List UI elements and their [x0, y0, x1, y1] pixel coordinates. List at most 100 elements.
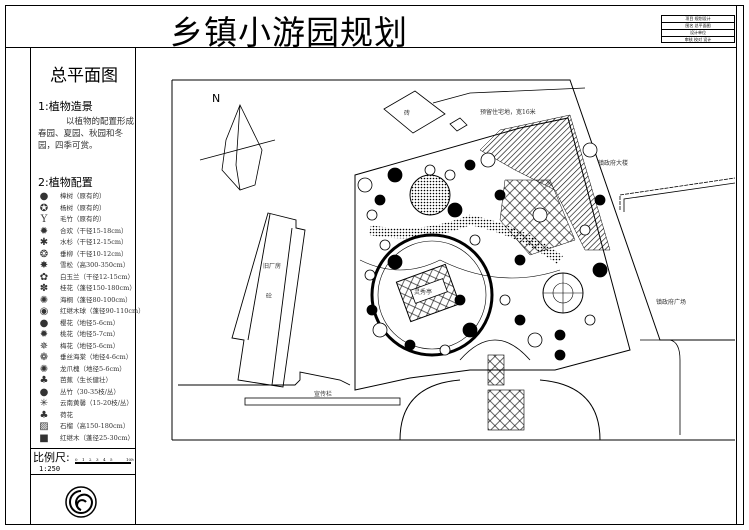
north-arrow: N — [199, 92, 276, 191]
tree-symbol — [527, 332, 543, 348]
tree-symbol — [387, 254, 403, 270]
drawing-title: 乡镇小游园规划 — [170, 13, 408, 52]
tree-symbol — [424, 164, 436, 176]
title-block-row: 图名 总平面图 — [662, 23, 734, 30]
legend-label: 杨树（原有的） — [60, 203, 106, 212]
poplar-icon: ✪ — [39, 202, 49, 214]
tree-symbol — [584, 314, 596, 326]
legend-item: ●樟树（原有的） — [38, 191, 106, 203]
drawing-frame — [5, 5, 744, 525]
scale-tick-label: 4 — [103, 457, 106, 462]
reserved-land-label: 预留住宅地，宽16米 — [480, 108, 536, 116]
cherry-icon: ● — [39, 317, 49, 329]
legend-label: 毛竹（原有的） — [60, 215, 106, 223]
legend-label: 桂花（蓬径150-180cm） — [60, 284, 136, 292]
scale-tick-label: 3 — [96, 457, 99, 462]
bulletin-label: 宣传栏 — [314, 390, 332, 398]
pomegranate-icon: ▨ — [39, 421, 49, 433]
title-block: 项目 规划设计 图名 总平面图 设计单位 审核 校对 设计 — [661, 15, 735, 43]
bamboo-icon: Y — [40, 214, 48, 226]
tree-symbol — [444, 169, 456, 181]
old-factory: 旧厂房 砼 — [178, 212, 351, 388]
legend-item: ❁垂丝海棠（地径4-6cm） — [38, 352, 132, 364]
legend-label: 红继木球（蓬径90-110cm） — [60, 307, 145, 315]
title-block-row: 审核 校对 设计 — [684, 37, 712, 42]
gov-square-label: 镇政府广场 — [656, 298, 686, 306]
tree-symbol — [579, 224, 591, 236]
peach-icon: ✹ — [39, 329, 49, 341]
tree-symbol — [447, 202, 463, 218]
tree-symbol — [366, 209, 378, 221]
tree-symbol — [594, 194, 606, 206]
legend-item: ♣荷花 — [38, 410, 73, 422]
tree-symbol — [494, 189, 506, 201]
brick-label: 砖 — [404, 109, 410, 117]
legend-label: 龙爪槐（地径5-6cm） — [60, 364, 126, 373]
banana-icon: ♣ — [39, 375, 49, 387]
legend-item: ✿白玉兰（干径12-15cm） — [38, 272, 134, 284]
bulletin-board: 宣传栏 — [244, 390, 401, 406]
tree-symbol — [404, 339, 416, 351]
legend-label: 水杉（干径12-15cm） — [60, 238, 128, 246]
title-block-row: 项目 规划设计 — [662, 16, 734, 23]
government-building: 镇政府大楼 镇政府广场 — [598, 159, 735, 435]
legend-panel — [30, 47, 136, 525]
legend-label: 芭蕉（生长健壮） — [60, 376, 112, 384]
tree-symbol — [592, 262, 608, 278]
legend-item: ●丛竹（30-35枝/丛） — [38, 387, 120, 399]
tree-symbol — [366, 304, 378, 316]
frame-right-line — [736, 5, 737, 525]
pagoda-tree-icon: ✺ — [39, 363, 49, 375]
legend-label: 桃花（地径5-7cm） — [60, 330, 120, 338]
legend-item: ✱ 水杉（干径12-15cm） — [38, 237, 128, 249]
tree-symbol — [480, 152, 496, 168]
scale-tick-label: 5 — [110, 457, 113, 462]
legend-item: ■红继木（蓬径25-30cm） — [38, 433, 134, 445]
scale-tick-label: 2 — [89, 457, 92, 462]
legend-label: 云南黄馨（15-20枝/丛） — [60, 399, 133, 407]
legend-item: ♣ 芭蕉（生长健壮） — [38, 375, 112, 387]
description-text: 以植物的配置形成春园、夏园、秋园和冬园，四季可赏。 — [38, 117, 135, 151]
title-block-row: 设计单位 — [662, 30, 734, 37]
crabapple-icon: ❁ — [39, 352, 49, 364]
legend-label: 合欢（干径15-18cm） — [60, 226, 128, 235]
title-divider — [5, 47, 737, 48]
plum-icon: ✵ — [39, 340, 49, 352]
section-planting-config: 2:植物配置 — [38, 176, 93, 189]
scale-tick-label: 10M — [126, 457, 134, 462]
concrete-label: 砼 — [266, 292, 272, 300]
pavilion-label: 灵秀亭 — [414, 288, 432, 296]
legend-label: 樟树（原有的） — [60, 192, 106, 200]
tree-symbol — [374, 194, 386, 206]
tree-symbol — [499, 294, 511, 306]
legend-item: Y 毛竹（原有的） — [38, 214, 106, 226]
legend-item: ✵梅花（地径5-6cm） — [38, 341, 119, 353]
tree-symbol — [469, 234, 481, 246]
tree-symbol — [387, 167, 403, 183]
tree-symbol — [554, 349, 566, 361]
old-factory-label: 旧厂房 — [263, 262, 281, 270]
gov-building-label: 镇政府大楼 — [598, 159, 628, 167]
weeping-willow-icon: ❂ — [39, 248, 49, 260]
metasequoia-icon: ✱ — [39, 237, 49, 249]
legend-item: ✳云南黄馨（15-20枝/丛） — [38, 398, 133, 410]
legend-label: 樱花（地径5-6cm） — [60, 318, 120, 327]
legend-label: 垂柳（干径10-12cm） — [60, 249, 128, 258]
panel-title: 总平面图 — [50, 66, 118, 86]
legend-item: ● 樱花（地径5-6cm） — [38, 317, 120, 330]
silk-tree-icon: ✹ — [39, 225, 49, 237]
legend-item: ❂ 垂柳（干径10-12cm） — [38, 249, 128, 261]
legend-item: ▨石榴（高150-180cm） — [38, 421, 129, 433]
park-area: 灵秀亭 — [354, 114, 631, 441]
legend-item: ✺海桐（蓬径80-100cm） — [38, 295, 132, 307]
tree-symbol — [364, 269, 376, 281]
legend-item: ✪ 杨树（原有的） — [38, 203, 106, 215]
tree-symbol — [514, 314, 526, 326]
legend-item: ✺ 龙爪槐（地径5-6cm） — [38, 364, 126, 376]
scale-value: 1:250 — [39, 465, 61, 473]
tree-symbol — [462, 322, 478, 338]
divider — [30, 474, 136, 475]
scale-tick-label: 0 — [75, 457, 78, 462]
legend-label: 白玉兰（干径12-15cm） — [60, 272, 135, 281]
